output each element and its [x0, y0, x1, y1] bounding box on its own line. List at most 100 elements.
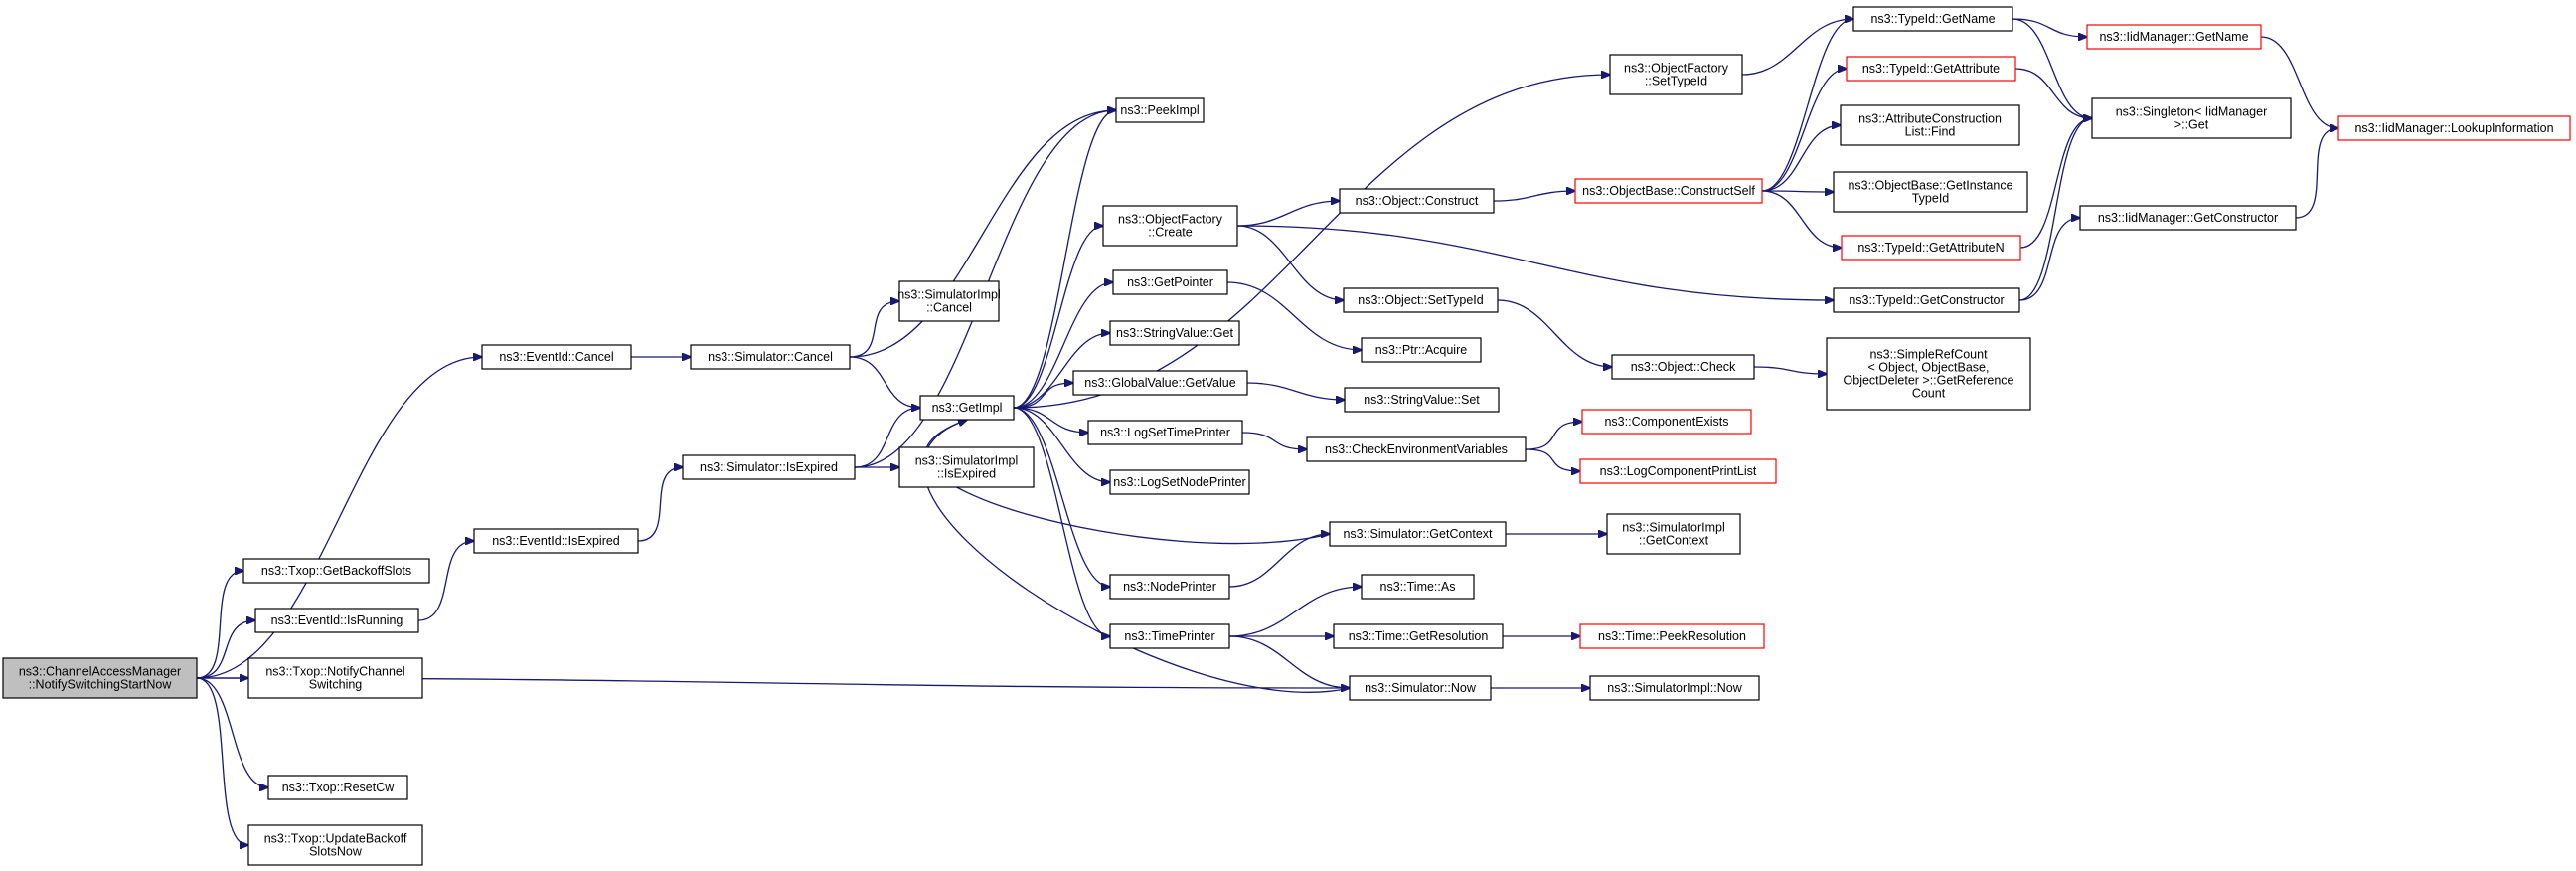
node-simimplnow[interactable]: ns3::SimulatorImpl::Now [1589, 675, 1760, 701]
node-simcancel[interactable]: ns3::Simulator::Cancel [690, 344, 851, 370]
edge-iidgetctor-to-iidlookup [2295, 128, 2338, 219]
node-objcheck[interactable]: ns3::Object::Check [1611, 354, 1755, 380]
node-checkenv[interactable]: ns3::CheckEnvironmentVariables [1306, 436, 1527, 462]
node-peekimpl[interactable]: ns3::PeekImpl [1115, 97, 1205, 123]
node-box [2079, 205, 2297, 231]
node-tidgetctor[interactable]: ns3::TypeId::GetConstructor [1833, 287, 2020, 313]
edge-objsettypeid-to-objcheck [1497, 299, 1612, 367]
node-gvgetvalue[interactable]: ns3::GlobalValue::GetValue [1072, 370, 1248, 396]
node-timepeekres[interactable]: ns3::Time::PeekResolution [1579, 623, 1765, 649]
node-ofcreate[interactable]: ns3::ObjectFactory::Create [1102, 205, 1238, 247]
edge-tidgetattr-to-singletonget [2014, 68, 2092, 118]
node-box [1361, 574, 1475, 600]
node-simimplgetctx[interactable]: ns3::SimulatorImpl::GetContext [1606, 513, 1741, 555]
node-box [1826, 337, 2031, 411]
node-label: ns3::ObjectFactory [1118, 213, 1223, 227]
node-timeas[interactable]: ns3::Time::As [1361, 574, 1475, 600]
node-nodeprinter[interactable]: ns3::NodePrinter [1109, 574, 1230, 600]
edge-root-to-getbackoff [196, 571, 243, 679]
node-box [267, 775, 408, 800]
node-objconstruct[interactable]: ns3::Object::Construct [1339, 188, 1495, 214]
edge-simisexp-to-getimpl [854, 408, 920, 468]
node-box [1343, 287, 1499, 313]
node-getimpl[interactable]: ns3::GetImpl [919, 395, 1015, 421]
node-root[interactable]: ns3::ChannelAccessManager::NotifySwitchi… [2, 657, 198, 699]
node-box [1606, 513, 1741, 555]
node-box [1109, 574, 1230, 600]
node-resetcw[interactable]: ns3::Txop::ResetCw [267, 775, 408, 800]
node-simimplisexp[interactable]: ns3::SimulatorImpl::IsExpired [898, 446, 1035, 488]
node-simnow[interactable]: ns3::Simulator::Now [1349, 675, 1492, 701]
node-logsettime[interactable]: ns3::LogSetTimePrinter [1087, 420, 1243, 445]
node-label: ns3::Txop::UpdateBackoff [264, 832, 407, 846]
node-compexists[interactable]: ns3::ComponentExists [1581, 409, 1752, 435]
node-box [1611, 354, 1755, 380]
node-box [919, 395, 1015, 421]
edge-getimpl-to-ofcreate [1013, 226, 1103, 409]
node-simplerefcount[interactable]: ns3::SimpleRefCount< Object, ObjectBase,… [1826, 337, 2031, 411]
node-label: ns3::TypeId::GetAttributeN [1857, 241, 2004, 255]
node-label: Count [1912, 387, 1946, 401]
node-label: ns3::IidManager::GetName [2099, 30, 2248, 44]
node-label: ns3::SimulatorImpl::Now [1607, 681, 1742, 695]
node-box [1840, 104, 2020, 146]
node-strvalget[interactable]: ns3::StringValue::Get [1109, 320, 1240, 346]
node-obconstructself[interactable]: ns3::ObjectBase::ConstructSelf [1574, 178, 1763, 204]
node-label: ns3::Simulator::GetContext [1343, 527, 1493, 541]
node-label: ::Cancel [926, 301, 972, 315]
node-evcancel[interactable]: ns3::EventId::Cancel [481, 344, 632, 370]
node-label: ns3::Singleton< IidManager [2116, 105, 2268, 119]
node-timeprinter[interactable]: ns3::TimePrinter [1109, 623, 1230, 649]
node-evisexp[interactable]: ns3::EventId::IsExpired [473, 528, 639, 554]
node-box [2091, 97, 2292, 139]
node-getpointer[interactable]: ns3::GetPointer [1112, 269, 1228, 295]
edge-getimpl-to-peekimpl [1013, 110, 1116, 409]
node-logsetnode[interactable]: ns3::LogSetNodePrinter [1109, 469, 1250, 495]
node-label: ::Create [1148, 226, 1193, 240]
node-box [247, 824, 423, 866]
node-label: ::GetContext [1639, 534, 1709, 548]
node-isrunning[interactable]: ns3::EventId::IsRunning [254, 608, 419, 633]
node-label: ns3::Txop::GetBackoffSlots [261, 564, 411, 578]
node-label: ns3::Time::PeekResolution [1598, 629, 1746, 643]
edge-gvgetvalue-to-strvalset [1246, 382, 1345, 400]
node-label: ns3::SimulatorImpl [1622, 521, 1725, 535]
node-label: >::Get [2174, 118, 2209, 132]
node-box [2337, 115, 2571, 141]
node-logcompprint[interactable]: ns3::LogComponentPrintList [1579, 458, 1777, 484]
node-simimplcancel[interactable]: ns3::SimulatorImpl::Cancel [897, 280, 1001, 322]
node-singletonget[interactable]: ns3::Singleton< IidManager >::Get [2091, 97, 2292, 139]
node-iidgetctor[interactable]: ns3::IidManager::GetConstructor [2079, 205, 2297, 231]
edge-obconstructself-to-tidgetattr [1761, 69, 1847, 192]
node-objsettypeid[interactable]: ns3::Object::SetTypeId [1343, 287, 1499, 313]
node-timegetres[interactable]: ns3::Time::GetResolution [1333, 623, 1504, 649]
edge-objcheck-to-simplerefcount [1753, 366, 1827, 374]
node-label: ns3::GetImpl [932, 401, 1003, 415]
node-box [481, 344, 632, 370]
node-iidlookup[interactable]: ns3::IidManager::LookupInformation [2337, 115, 2571, 141]
node-box [2, 657, 198, 699]
node-getbackoff[interactable]: ns3::Txop::GetBackoffSlots [242, 558, 430, 584]
node-tidgetattr[interactable]: ns3::TypeId::GetAttribute [1846, 56, 2016, 82]
node-label: ns3::Ptr::Acquire [1375, 343, 1467, 357]
node-tidgetname[interactable]: ns3::TypeId::GetName [1852, 6, 2013, 32]
node-strvalset[interactable]: ns3::StringValue::Set [1344, 387, 1500, 413]
node-ptracquire[interactable]: ns3::Ptr::Acquire [1361, 337, 1482, 363]
node-ofsettypeid[interactable]: ns3::ObjectFactory::SetTypeId [1609, 54, 1743, 95]
node-iidgetname[interactable]: ns3::IidManager::GetName [2086, 24, 2262, 50]
edge-tidgetattrn-to-singletonget [2019, 118, 2092, 249]
node-label: ns3::Time::As [1380, 580, 1456, 594]
node-label: ns3::ObjectBase::ConstructSelf [1582, 184, 1755, 198]
node-simisexp[interactable]: ns3::Simulator::IsExpired [682, 454, 856, 480]
edge-root-to-resetcw [196, 677, 268, 787]
node-simgetctx[interactable]: ns3::Simulator::GetContext [1329, 521, 1507, 547]
node-box [1339, 188, 1495, 214]
node-box [1581, 409, 1752, 435]
node-label: SlotsNow [309, 845, 363, 859]
node-tidgetattrn[interactable]: ns3::TypeId::GetAttributeN [1841, 235, 2021, 261]
node-label: < Object, ObjectBase, [1868, 361, 1990, 375]
